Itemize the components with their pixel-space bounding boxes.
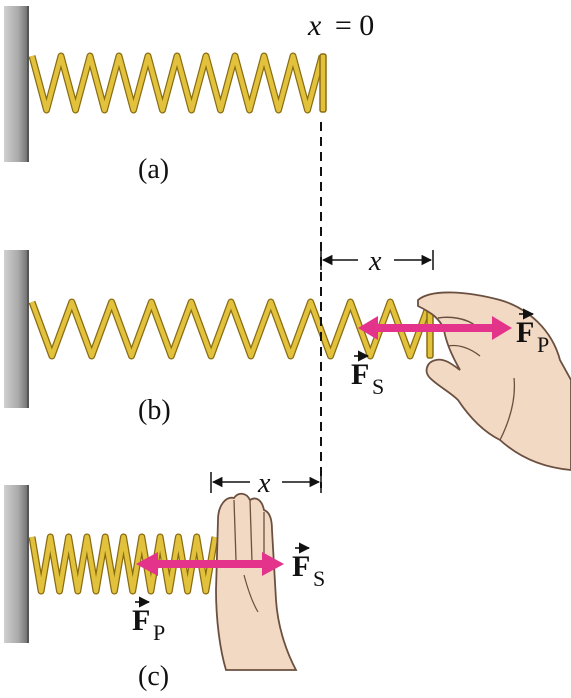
force-label-fs-c: F S	[292, 542, 325, 591]
svg-text:x = 0: x = 0	[307, 9, 374, 42]
svg-text:F: F	[516, 316, 534, 349]
force-arrowhead-fs-b	[358, 316, 378, 340]
origin-var: x	[307, 9, 322, 42]
panel-label-a: (a)	[138, 154, 169, 185]
svg-text:F: F	[132, 604, 150, 637]
svg-text:P: P	[153, 620, 165, 645]
force-arrowhead-fp-b	[492, 316, 512, 340]
svg-text:F: F	[292, 550, 310, 583]
svg-text:F: F	[351, 358, 369, 391]
origin-eq: = 0	[335, 9, 374, 42]
svg-text:S: S	[313, 566, 325, 591]
force-arrowhead-fs-c	[262, 552, 284, 576]
force-arrowhead-fp-c	[136, 552, 158, 576]
force-arrow-b	[358, 316, 512, 340]
svg-text:S: S	[372, 374, 384, 399]
panel-label-b: (b)	[138, 395, 171, 426]
svg-text:P: P	[537, 332, 549, 357]
force-label-fs-b: F S	[351, 350, 384, 399]
wall-a	[4, 6, 28, 162]
force-arrow-c	[136, 552, 284, 576]
spring-a	[28, 52, 326, 114]
spring-c-coil	[29, 534, 218, 594]
displacement-label-b: x	[368, 246, 382, 277]
spring-b-coil	[29, 299, 433, 359]
hand-pushing-c	[215, 492, 298, 671]
force-label-fp-c: F P	[132, 596, 165, 645]
displacement-label-c: x	[257, 468, 271, 499]
wall-b	[4, 250, 28, 408]
wall-c	[4, 485, 28, 643]
force-label-fp-b: F P	[516, 308, 549, 357]
spring-b	[28, 298, 434, 360]
spring-c	[28, 533, 219, 595]
spring-a-coil	[29, 53, 325, 113]
spring-end-a	[319, 53, 327, 113]
panel-label-c: (c)	[138, 661, 169, 692]
